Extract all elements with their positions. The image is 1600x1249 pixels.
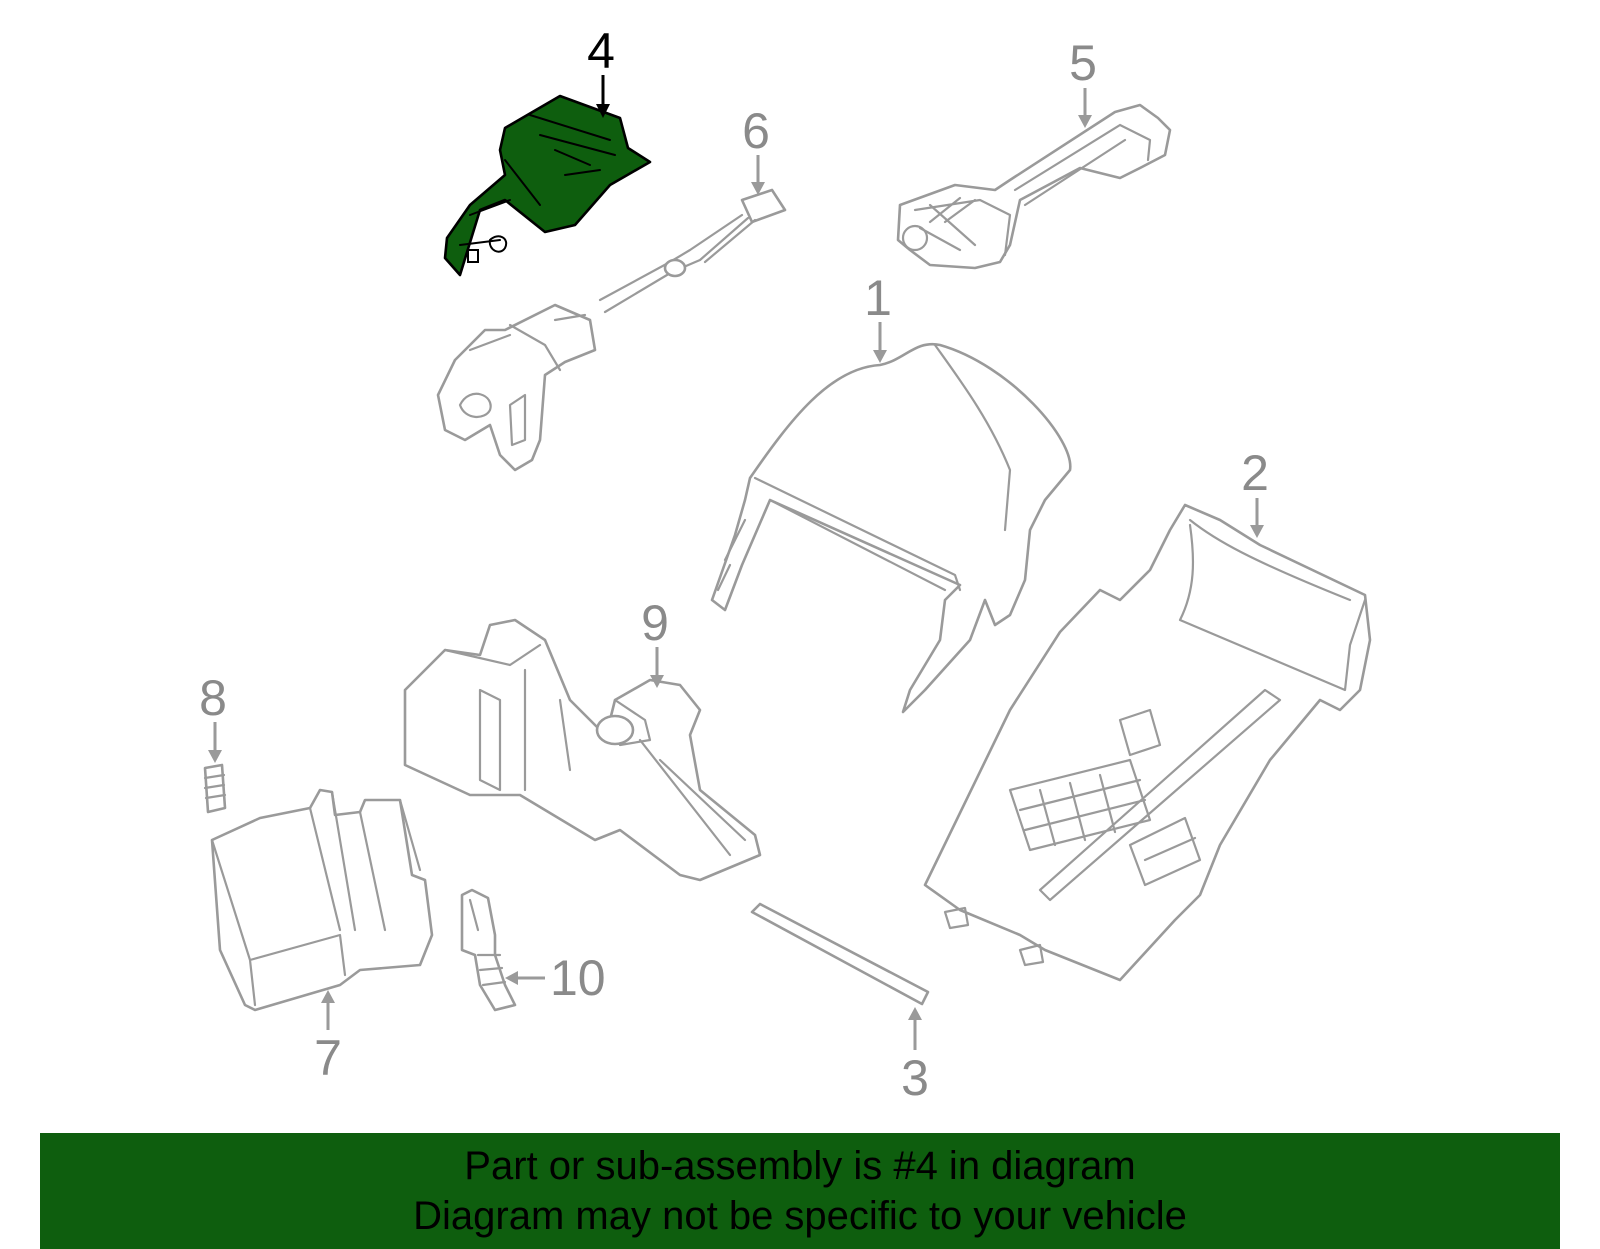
part-10-clip[interactable] [460,888,517,1012]
callout-8: 8 [199,670,227,763]
svg-text:5: 5 [1069,35,1097,91]
svg-text:6: 6 [742,103,770,159]
callout-10: 10 [505,950,606,1006]
callout-6: 6 [742,103,770,195]
svg-text:8: 8 [199,670,227,726]
callout-9: 9 [641,595,669,688]
callout-4: 4 [587,23,615,118]
svg-text:1: 1 [864,270,892,326]
callout-5: 5 [1069,35,1097,128]
svg-text:4: 4 [587,23,615,79]
svg-text:7: 7 [314,1030,342,1086]
callout-1: 1 [864,270,892,363]
svg-text:2: 2 [1241,445,1269,501]
callout-7: 7 [314,990,342,1086]
svg-text:9: 9 [641,595,669,651]
part-5-stalk-switch[interactable] [896,103,1172,270]
part-3-strip[interactable] [750,902,930,1006]
part-1-upper-cover[interactable] [710,342,1072,714]
banner-line-2: Diagram may not be specific to your vehi… [413,1194,1187,1238]
svg-text:10: 10 [550,950,606,1006]
part-4-switch[interactable] [443,94,652,277]
info-banner: Part or sub-assembly is #4 in diagram Di… [40,1133,1560,1249]
part-8-spring[interactable] [203,763,227,814]
callout-3: 3 [901,1007,929,1106]
svg-text:3: 3 [901,1050,929,1106]
part-2-lower-cover[interactable] [923,503,1372,982]
part-7-module[interactable] [210,788,434,1012]
banner-line-1: Part or sub-assembly is #4 in diagram [464,1144,1136,1188]
part-9-housing[interactable] [403,618,762,882]
part-6-switch-with-harness[interactable] [436,188,787,472]
callout-2: 2 [1241,445,1269,538]
